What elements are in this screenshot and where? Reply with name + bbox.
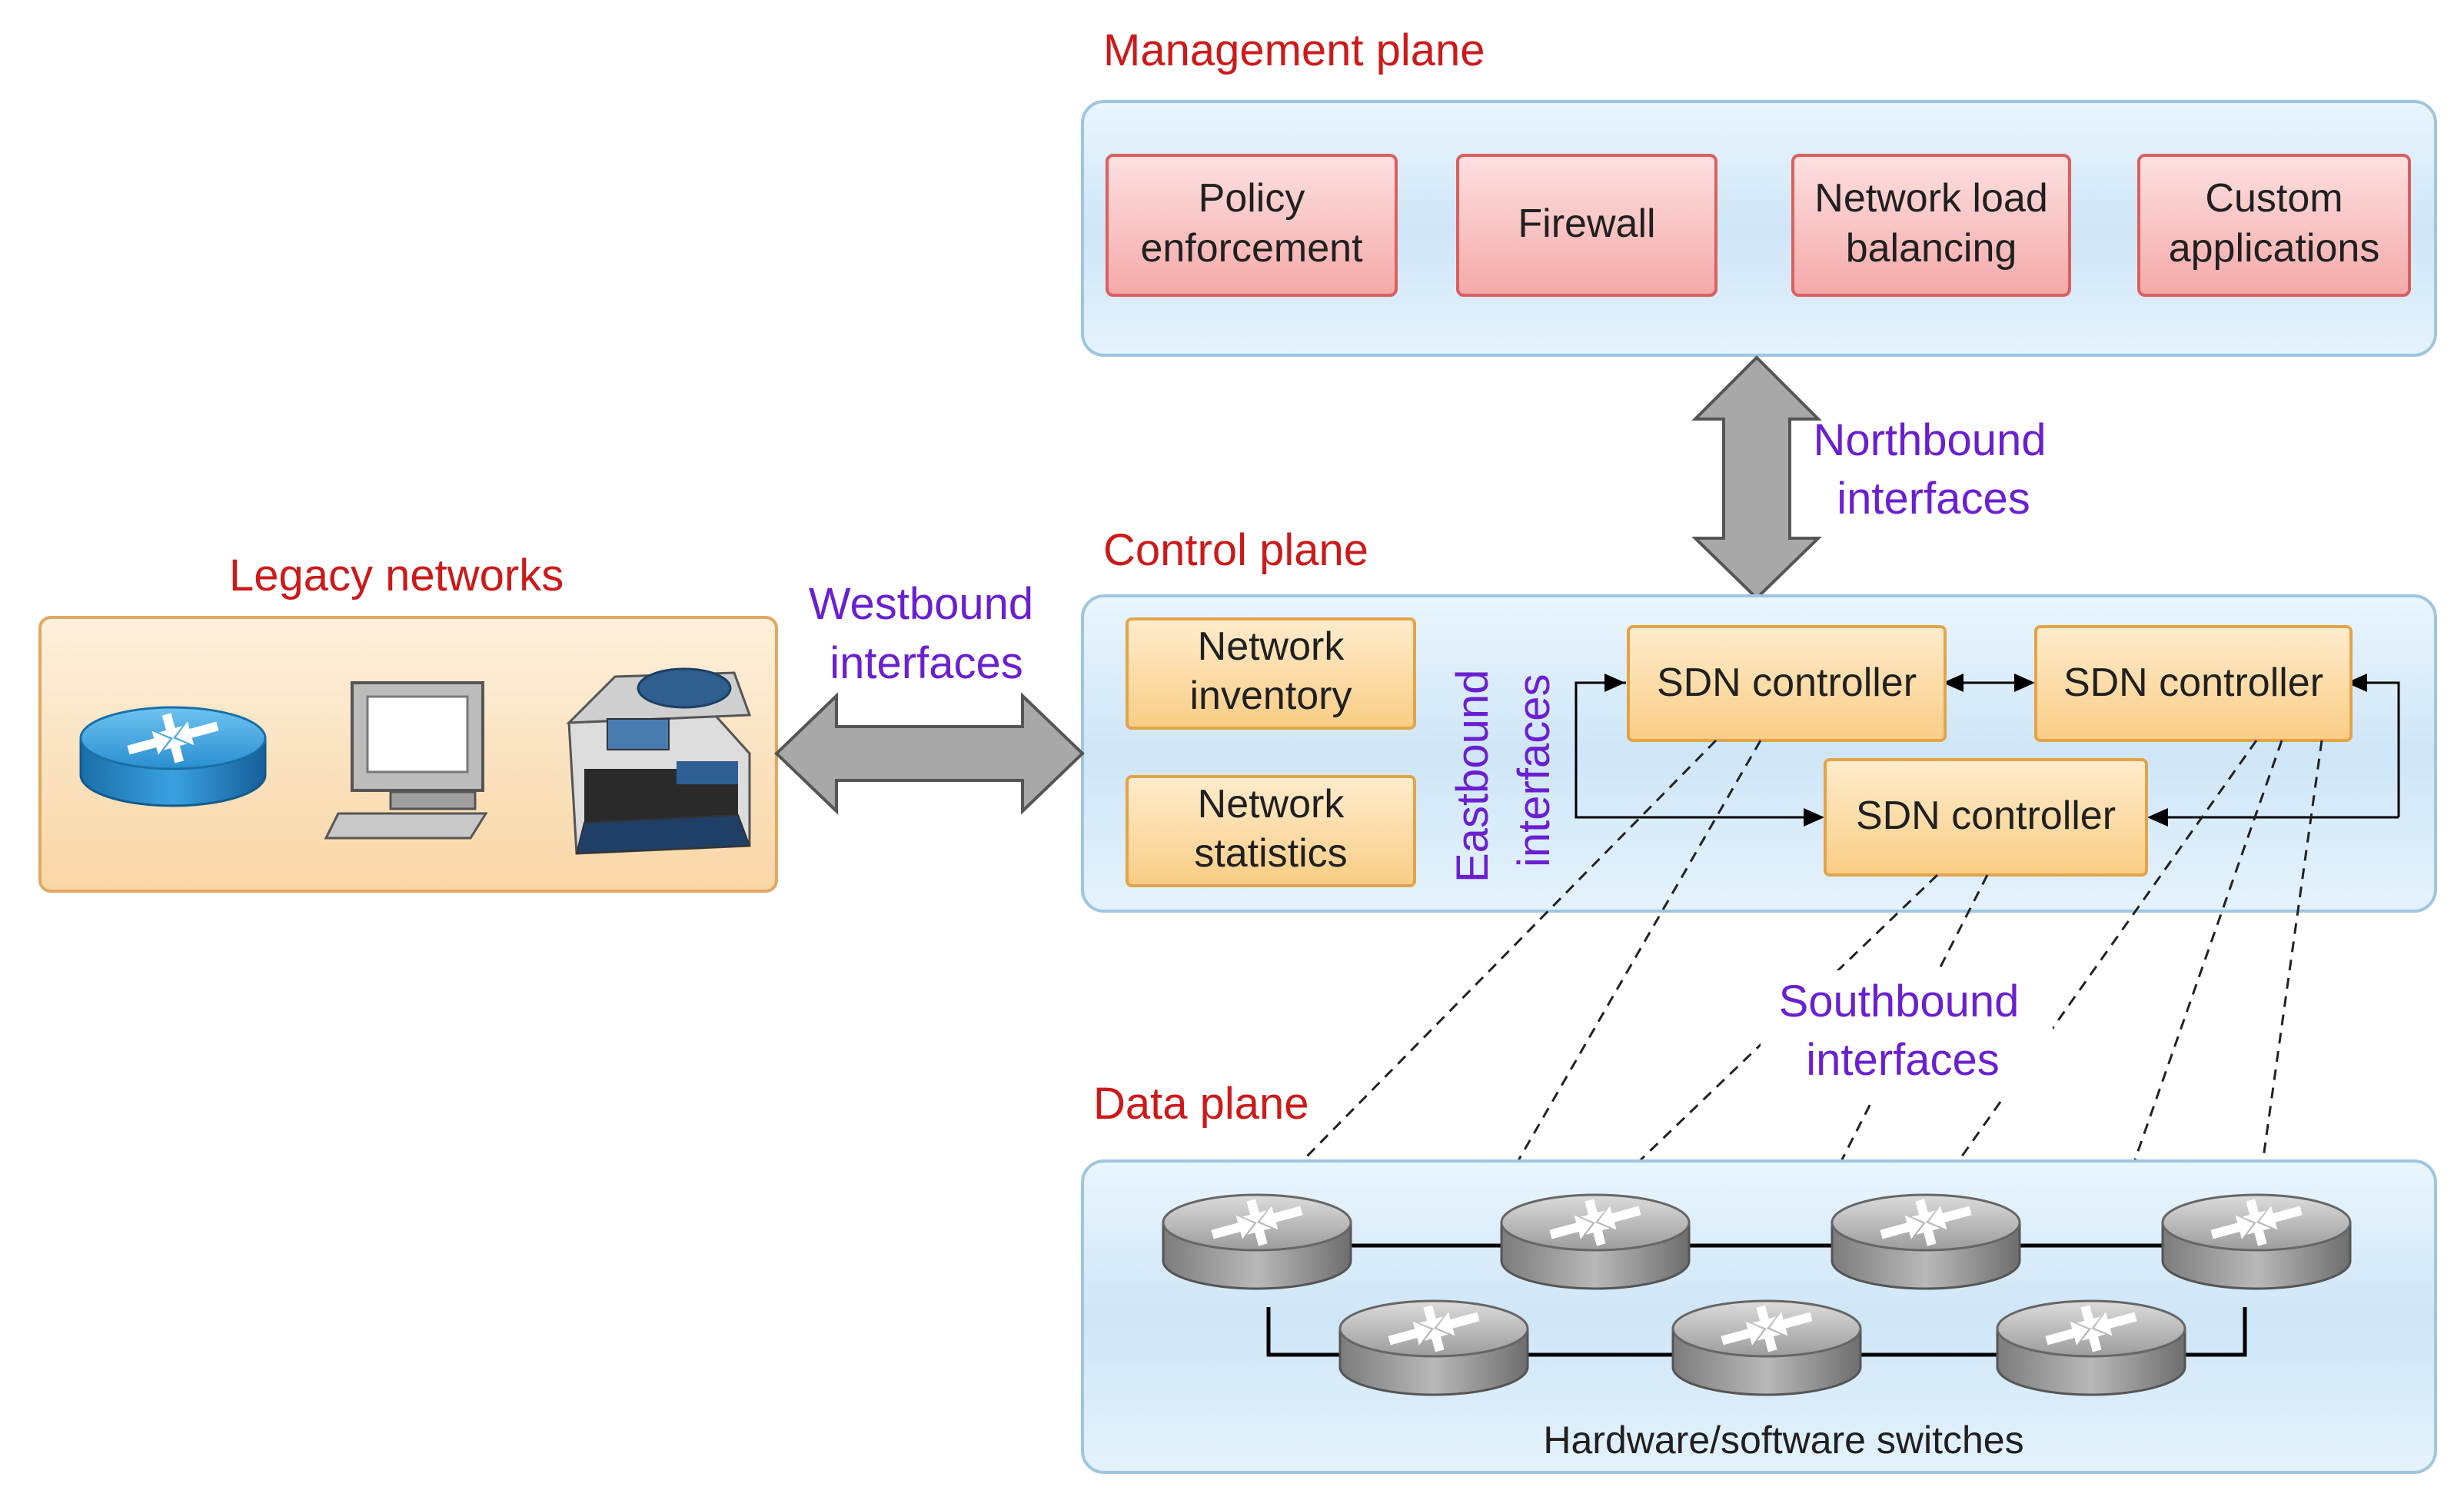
westbound-interface: Westbound interfaces [774,579,1085,815]
controller-label: SDN controller [1856,793,2116,838]
service-label-line1: Network [1198,782,1345,827]
app-label-line1: Policy [1199,176,1305,221]
service-network-inventory[interactable]: Network inventory [1126,617,1416,730]
service-label-line1: Network [1198,624,1345,669]
service-label-line2: inventory [1190,674,1352,718]
switch-icon [1996,1299,2186,1396]
controller-label: SDN controller [2063,660,2323,705]
desktop-computer-icon [324,681,488,840]
southbound-label-line2: interfaces [1806,1035,1999,1085]
northbound-label-line1: Northbound [1813,415,2046,465]
switch-icon [1162,1193,1352,1290]
app-network-load-balancing[interactable]: Network load balancing [1791,154,2071,297]
app-custom-applications[interactable]: Custom applications [2137,154,2411,297]
management-plane: Management plane Policy enforcement Fire… [1081,25,2437,357]
management-plane-panel [1081,100,2437,357]
control-plane: Control plane Network inventory Network … [1081,525,2437,913]
sdn-controller-2[interactable]: SDN controller [2034,625,2353,742]
app-label-line2: applications [2169,226,2380,271]
controller-label: SDN controller [1657,660,1917,705]
southbound-interface-label: Southbound interfaces [1761,970,2053,1101]
app-label-line1: Network load [1814,176,2047,221]
router-icon [79,706,267,807]
westbound-arrow [774,692,1085,815]
sdn-controller-1[interactable]: SDN controller [1627,625,1947,742]
data-plane: Data plane Hardware/software switches [1081,1079,2437,1474]
legacy-networks-title: Legacy networks [229,551,564,600]
data-plane-title: Data plane [1093,1079,1309,1129]
southbound-label-line1: Southbound [1779,976,2020,1026]
switch-icon [1671,1299,1862,1396]
service-label-line2: statistics [1194,831,1347,876]
app-label-line2: balancing [1846,226,2017,271]
app-label-line1: Firewall [1518,201,1655,246]
westbound-label-line2: interfaces [830,638,1023,688]
printer-icon [566,667,752,855]
northbound-label-line2: interfaces [1837,474,2030,524]
control-plane-title: Control plane [1103,525,1368,575]
switch-icon [1338,1299,1529,1396]
app-firewall[interactable]: Firewall [1456,154,1717,297]
service-network-statistics[interactable]: Network statistics [1126,775,1416,887]
app-policy-enforcement[interactable]: Policy enforcement [1106,154,1398,297]
southbound-label-bg [1761,970,2053,1101]
legacy-networks: Legacy networks [38,551,778,893]
eastbound-label-line1: Eastbound [1448,670,1498,883]
northbound-arrow [1691,355,1822,600]
app-label-line1: Custom [2205,176,2343,221]
eastbound-connectors [1574,674,2400,827]
switch-icon [1500,1193,1691,1290]
northbound-interface: Northbound interfaces [1691,355,2047,600]
management-plane-title: Management plane [1103,25,1485,75]
westbound-label-line1: Westbound [809,579,1033,629]
app-label-line2: enforcement [1140,226,1363,271]
sdn-controller-3[interactable]: SDN controller [1824,758,2148,877]
data-plane-caption: Hardware/software switches [1543,1419,2023,1462]
eastbound-label-line2: interfaces [1509,674,1559,867]
switch-icon [1831,1193,2021,1290]
switch-icon [2161,1193,2352,1290]
